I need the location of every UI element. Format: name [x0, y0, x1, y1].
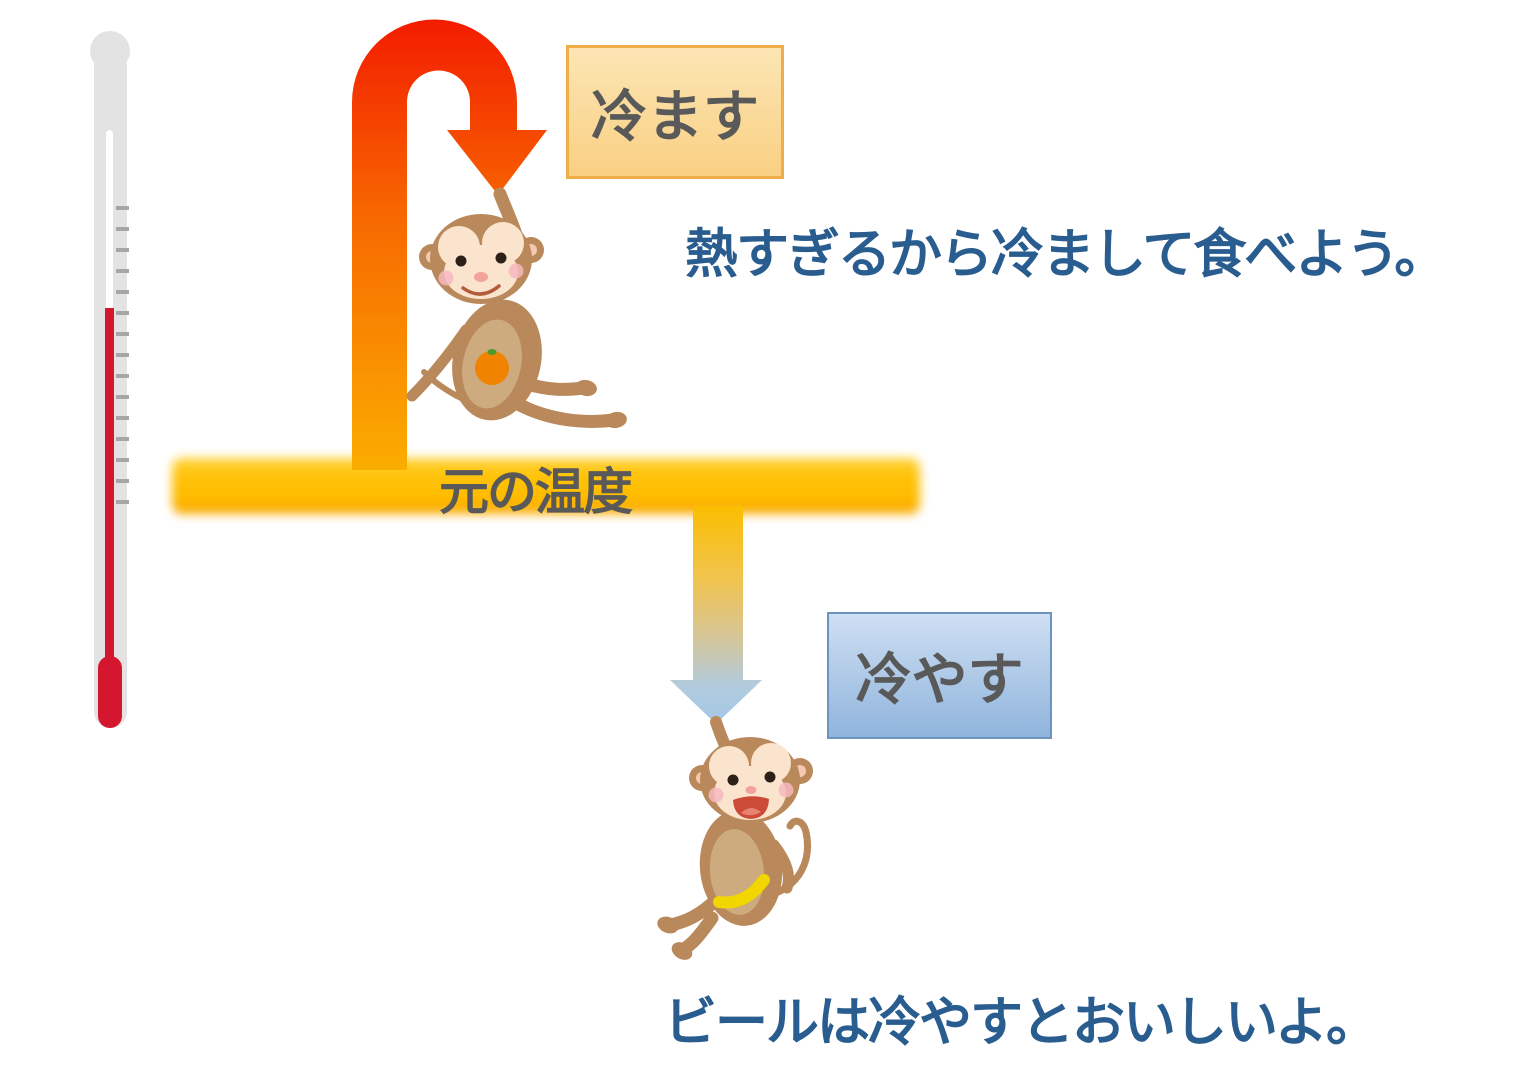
thermometer-ticks	[116, 206, 129, 520]
monkey-with-banana-icon	[657, 716, 813, 960]
base-temperature-label: 元の温度	[439, 463, 633, 521]
cool-down-label: 冷ます	[591, 84, 759, 150]
caption-cool-down: 熱すぎるから冷まして食べよう。	[685, 224, 1447, 285]
base-temperature-bar	[172, 458, 920, 514]
thermometer-bulb	[98, 656, 122, 728]
thermometer-mercury	[105, 308, 114, 684]
chill-label-box: 冷やす	[827, 612, 1052, 739]
thermometer-icon	[88, 28, 158, 748]
chill-down-arrow-icon	[670, 506, 762, 724]
cool-down-label-box: 冷ます	[566, 45, 784, 179]
caption-chill: ビールは冷やすとおいしいよ。	[664, 992, 1379, 1053]
u-turn-cool-down-arrow-icon	[352, 19, 547, 471]
chill-label: 冷やす	[855, 648, 1024, 713]
monkey-with-orange-icon	[406, 187, 627, 429]
